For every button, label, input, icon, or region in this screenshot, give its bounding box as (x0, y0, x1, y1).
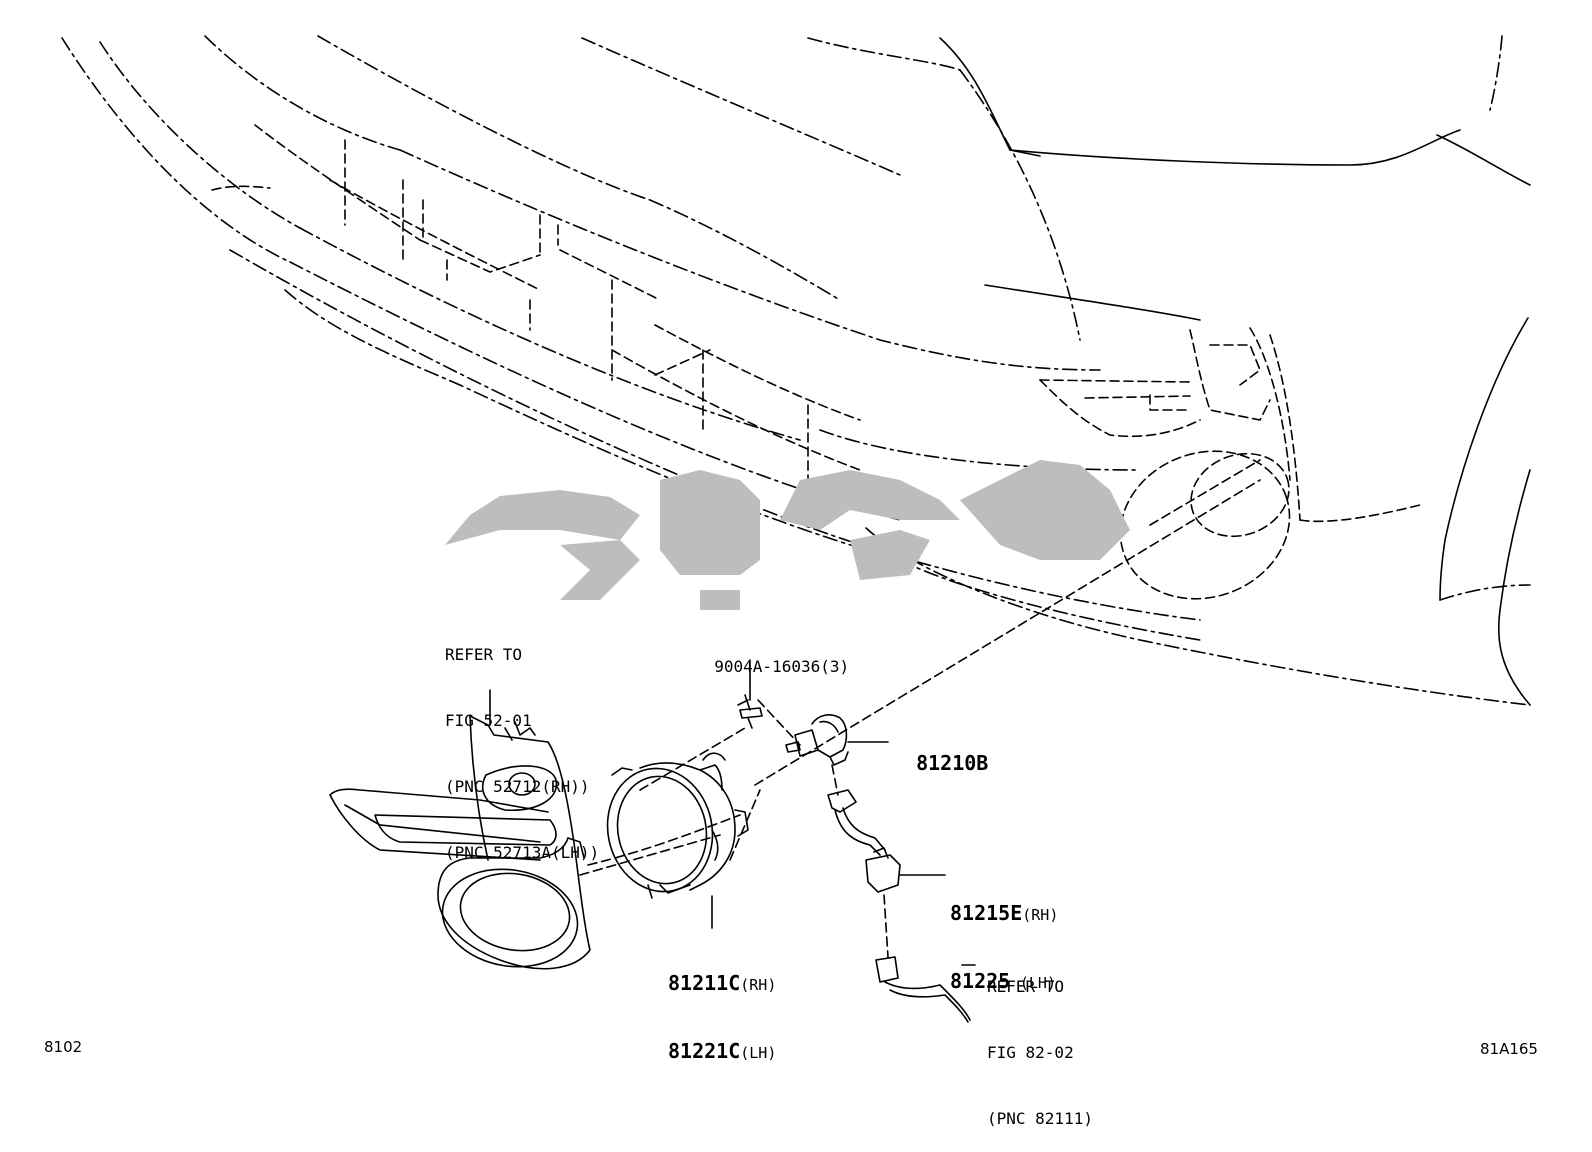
fog-lamp-cover (329, 715, 591, 970)
bolt-part-label: 9004A-16036(3) (695, 634, 849, 678)
refer-wiring-label: REFER TO FIG 82-02 (PNC 82111) (987, 932, 1093, 1152)
lamp-part-label: 81211C(RH) 81221C(LH) (668, 928, 776, 1086)
bumper-fog-opening (1039, 327, 1421, 600)
refer-bumper-label: REFER TO FIG 52-01 (PNC 52712(RH)) (PNC … (445, 600, 599, 886)
bulb-part-number: 81210B (916, 751, 989, 775)
fog-lamp-unit (606, 752, 749, 899)
figure-code-left: 8102 (44, 1038, 83, 1056)
socket-rh-side: (RH) (1022, 906, 1059, 924)
fog-bulb (785, 714, 849, 766)
label-leaders (489, 659, 976, 966)
refer-bumper-line-3: (PNC 52712(RH)) (445, 777, 590, 796)
wiring-connector (875, 956, 971, 1023)
lamp-lh-side: (LH) (740, 1044, 777, 1062)
refer-bumper-line-1: REFER TO (445, 645, 523, 664)
refer-wiring-line-2: FIG 82-02 (987, 1043, 1074, 1062)
body-panel-lines (939, 37, 1531, 706)
bolt-screw (737, 694, 763, 729)
refer-wiring-line-1: REFER TO (987, 977, 1065, 996)
socket-rh-number: 81215E (950, 901, 1023, 925)
assembly-leader-lines (579, 459, 1261, 958)
refer-bumper-line-4: (PNC 52713A(LH)) (445, 843, 600, 862)
lamp-rh-side: (RH) (740, 976, 777, 994)
socket-lh-side: (LH) (1019, 974, 1056, 992)
bolt-part-number: 9004A-16036(3) (714, 657, 850, 676)
grille-slats (211, 124, 861, 486)
figure-code-right: 81A165 (1480, 1040, 1538, 1058)
bumper-outline (61, 35, 1531, 706)
bulb-socket (827, 789, 901, 893)
lamp-lh-number: 81221C (668, 1039, 741, 1063)
bulb-part-label: 81210B (892, 730, 988, 774)
socket-part-label: 81215E(RH) 81225 (LH) (950, 858, 1058, 1016)
lamp-rh-number: 81211C (668, 971, 741, 995)
refer-bumper-line-2: FIG 52-01 (445, 711, 532, 730)
refer-wiring-line-3: (PNC 82111) (987, 1109, 1093, 1128)
fog-lamp-parts-diagram (61, 35, 1531, 1023)
watermark-logo (445, 460, 1130, 610)
socket-lh-number: 81225 (950, 969, 1011, 993)
